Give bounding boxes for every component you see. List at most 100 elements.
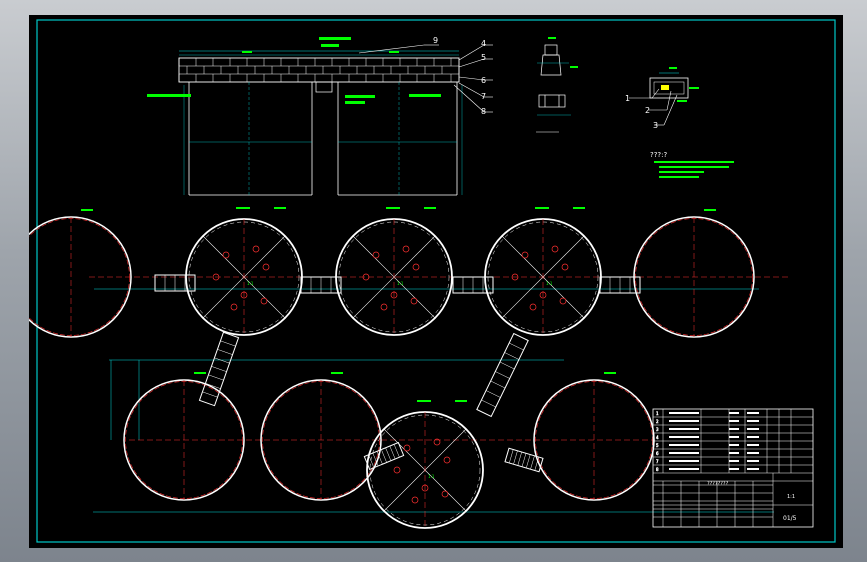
tank-label: 1:1 [397, 281, 404, 286]
walkway-rung [208, 374, 224, 381]
elevation-view: 9 4 5 6 7 8 [147, 36, 493, 196]
title-row-text [669, 452, 699, 454]
walkway-rung [202, 391, 218, 398]
callout-1: 1 [625, 94, 630, 103]
nozzle [260, 297, 268, 305]
callout-5: 5 [481, 53, 486, 62]
diagonal-walkway [198, 331, 240, 407]
scale-label: 1:1 [787, 494, 795, 500]
walkway-rung [481, 399, 496, 408]
title-row-text [729, 436, 739, 438]
title-row-number: 8 [656, 467, 659, 472]
nozzle [393, 466, 401, 474]
walkway-rung [530, 455, 535, 470]
walkway-rung [513, 450, 518, 465]
cad-drawing: 9 4 5 6 7 8 1 2 3 ???:? [29, 19, 836, 543]
nozzle [372, 251, 380, 259]
walkway-rung [490, 380, 506, 389]
tank-tag [535, 207, 549, 209]
nozzle [433, 438, 441, 446]
nozzle [252, 245, 260, 253]
nozzle [561, 263, 569, 271]
title-row-number: 4 [656, 435, 659, 440]
title-row-text [669, 444, 699, 446]
title-row-number: 2 [656, 419, 659, 424]
nozzle [410, 297, 418, 305]
tank-tag [424, 207, 436, 209]
walkway-rung [509, 449, 514, 464]
nozzle [362, 273, 370, 281]
circle-tag [194, 372, 206, 374]
walkway-rung [372, 452, 379, 467]
nozzle [412, 263, 420, 271]
walkway-rung [217, 349, 233, 355]
nozzle [403, 444, 411, 452]
callout-9: 9 [433, 36, 438, 45]
nozzle [380, 303, 388, 311]
nozzle [511, 273, 519, 281]
tank-tag [274, 207, 286, 209]
nozzle [443, 456, 451, 464]
walkway-rung [521, 453, 527, 467]
title-row-text [747, 436, 759, 438]
walkway-rung [389, 445, 396, 460]
callout-8: 8 [481, 107, 486, 116]
walkway-rung [393, 444, 400, 458]
node-detail: 1 2 3 [625, 67, 699, 130]
walkway-rung [517, 451, 522, 466]
walkway-rung [509, 342, 524, 351]
tank-tag [455, 400, 467, 402]
title-row-number: 6 [656, 451, 659, 456]
title-row-number: 5 [656, 443, 659, 448]
title-row-text [747, 460, 759, 462]
walkway-rung [376, 451, 383, 465]
nozzle [441, 490, 449, 498]
title-row-text [729, 468, 739, 470]
walkway-rung [526, 454, 531, 469]
title-row-number: 7 [656, 459, 659, 464]
walkway-rung [220, 340, 236, 347]
tank-tag [573, 207, 585, 209]
drawing-number: 01/5 [783, 515, 797, 522]
nozzle [559, 297, 567, 305]
title-row-text [747, 444, 759, 446]
notes-block: ???:? [650, 151, 734, 178]
walkway-rung [495, 371, 510, 379]
title-row-text [729, 444, 739, 446]
title-row-text [669, 428, 699, 430]
title-row-number: 1 [656, 411, 659, 416]
circle-tag [704, 209, 716, 211]
tank-tag [386, 207, 400, 209]
circle-tag [81, 209, 93, 211]
nozzle [529, 303, 537, 311]
walkway-rung [499, 361, 515, 370]
title-row-text [669, 468, 699, 470]
title-row-text [669, 412, 699, 414]
nozzle [212, 273, 220, 281]
walkway-rung [214, 357, 230, 364]
nozzle [262, 263, 270, 271]
title-row-text [669, 460, 699, 462]
title-row-text [747, 412, 759, 414]
nozzle [230, 303, 238, 311]
title-row-text [747, 420, 759, 422]
title-row-text [729, 412, 739, 414]
nozzle [390, 291, 398, 299]
walkway-rung [504, 352, 520, 360]
walkway-rung [205, 383, 221, 389]
notes-heading: ???:? [650, 151, 668, 159]
title-row-text [747, 428, 759, 430]
title-row-text [747, 452, 759, 454]
tank-label: 1:1 [247, 281, 254, 286]
tank-tag [417, 400, 431, 402]
callout-3: 3 [653, 121, 658, 130]
title-row-text [729, 428, 739, 430]
nozzle [402, 245, 410, 253]
title-row-text [669, 436, 699, 438]
walkway-rung [534, 456, 539, 471]
diagonal-walkway [504, 447, 544, 473]
title-row-text [669, 420, 699, 422]
callout-7: 7 [481, 92, 486, 101]
